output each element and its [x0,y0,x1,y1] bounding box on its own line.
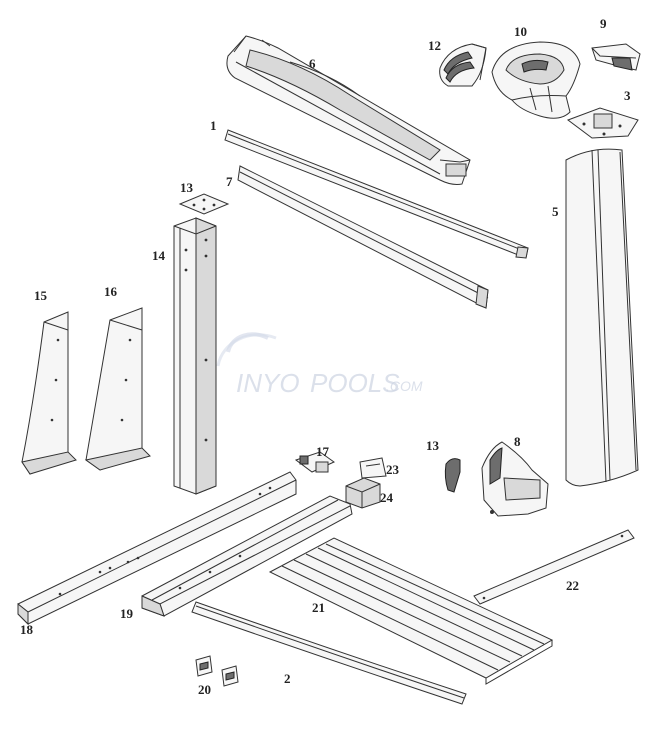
callout-17: 17 [316,444,330,459]
watermark-brand-domain: .COM [386,378,423,394]
part-7-stabilizer-rail [237,165,489,309]
callout-15: 15 [34,288,48,303]
part-12-cap-cover [439,43,487,87]
part-20-plates [195,655,239,687]
part-23-clip [359,457,387,479]
part-13-bottom-clip [444,458,461,493]
callout-2: 2 [284,671,291,686]
part-2-bottom-rail [191,601,467,705]
part-18-bottom-beam [17,471,297,626]
part-6-top-cap [226,35,471,185]
callout-16: 16 [104,284,118,299]
part-24-block [345,477,381,509]
part-16-brace [84,307,151,471]
part-9-clip [591,43,641,71]
part-10-post-cap [491,41,581,119]
part-8-bottom-cap [481,441,549,517]
callout-5: 5 [552,204,559,219]
part-5-wall-skin [565,148,639,487]
watermark-brand-main: INYO [236,368,300,398]
part-22-strip [473,529,635,605]
watermark-brand-suffix: POOLS [310,368,400,398]
callout-13-bottom: 13 [426,438,440,453]
callout-18: 18 [20,622,34,637]
part-13-top-plate [178,193,230,215]
inyopools-watermark: INYO POOLS .COM [216,332,423,398]
callout-19: 19 [120,606,134,621]
callout-14: 14 [152,248,166,263]
callout-24: 24 [380,490,394,505]
callout-23: 23 [386,462,400,477]
part-19-channel-track [141,495,353,617]
callout-9: 9 [600,16,607,31]
part-14-upright [173,217,217,495]
callout-12: 12 [428,38,441,53]
callout-22: 22 [566,578,579,593]
callout-7: 7 [226,174,233,189]
part-3-plate [566,107,639,139]
callout-6: 6 [309,56,316,71]
part-17-connector [294,451,335,473]
part-21-panels [268,537,554,685]
part-15-brace [21,311,77,475]
callout-10: 10 [514,24,527,39]
callout-21: 21 [312,600,325,615]
callout-20: 20 [198,682,211,697]
callout-13-top: 13 [180,180,194,195]
callout-3: 3 [624,88,631,103]
callout-1: 1 [210,118,217,133]
callout-labels: 1 2 3 5 6 7 8 9 10 12 13 13 14 15 16 17 … [20,16,631,697]
callout-8: 8 [514,434,521,449]
part-1-top-rail [224,129,529,259]
